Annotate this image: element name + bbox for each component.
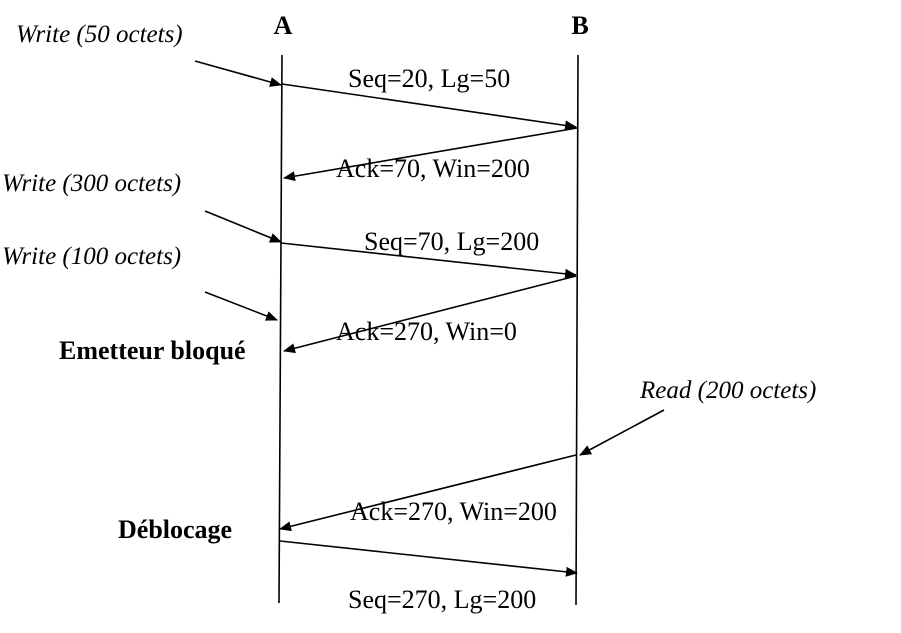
seq270-label: Seq=270, Lg=200 bbox=[348, 585, 536, 614]
write-100-label: Write (100 octets) bbox=[2, 243, 181, 270]
write-100-arrow bbox=[204, 291, 278, 321]
segment-seq270-arrow bbox=[279, 540, 578, 577]
write-50-label: Write (50 octets) bbox=[16, 21, 183, 48]
write-50-arrow bbox=[194, 60, 282, 87]
unblocking-label: Déblocage bbox=[118, 515, 232, 544]
timeline-a bbox=[278, 54, 283, 604]
timeline-b bbox=[575, 54, 579, 606]
read-200-label: Read (200 octets) bbox=[639, 377, 816, 404]
host-b-label: B bbox=[571, 11, 588, 40]
ack270-win0-arrow bbox=[283, 275, 577, 354]
write-300-label: Write (300 octets) bbox=[2, 170, 181, 197]
ack270-win200-label: Ack=270, Win=200 bbox=[350, 497, 557, 526]
host-a-label: A bbox=[274, 11, 293, 40]
sender-blocked-label: Emetteur bloqué bbox=[59, 336, 246, 365]
ack270-win200-arrow bbox=[279, 454, 577, 532]
write-300-arrow bbox=[204, 210, 282, 243]
seq70-label: Seq=70, Lg=200 bbox=[364, 227, 539, 256]
read-200-arrow bbox=[579, 409, 665, 456]
segment-seq20-arrow bbox=[281, 83, 577, 131]
ack270-win0-label: Ack=270, Win=0 bbox=[336, 317, 517, 346]
ack70-arrow bbox=[283, 127, 578, 182]
segment-seq70-arrow bbox=[280, 242, 577, 279]
ack70-label: Ack=70, Win=200 bbox=[336, 154, 530, 183]
seq20-label: Seq=20, Lg=50 bbox=[348, 64, 510, 93]
